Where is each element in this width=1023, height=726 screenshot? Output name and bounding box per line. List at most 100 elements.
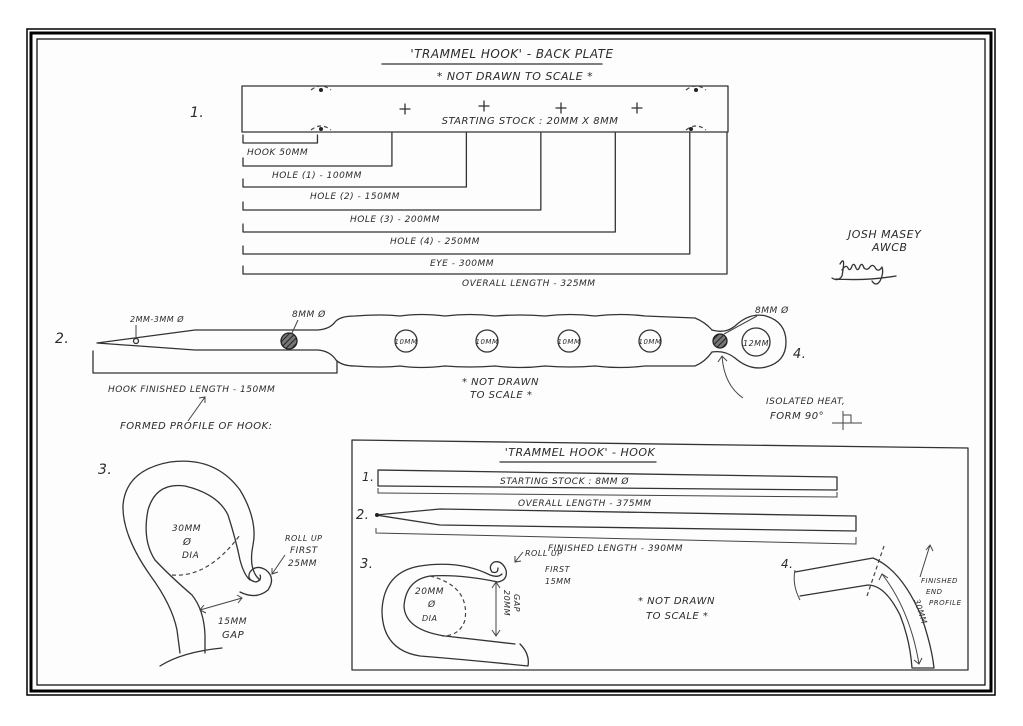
starting-stock-bar (377, 469, 838, 491)
plate-holes: 10MM 10MM 10MM 10MM (394, 329, 662, 353)
finished-bar (375, 508, 857, 532)
dimension-label: HOLE (3) - 200MM (350, 215, 440, 225)
panel-gap-label-2: GAP (512, 594, 521, 612)
signature-scribble (831, 260, 897, 285)
formed-profile-arrow (187, 396, 206, 422)
hole-marks (399, 100, 643, 115)
dimension-label: EYE - 300MM (430, 259, 494, 269)
finished-bar-tip (375, 513, 379, 517)
back-plate-starting-stock: STARTING STOCK : 20MM X 8MM (442, 116, 619, 127)
end-profile-arrow (919, 544, 934, 578)
hook-step-1-label: 1. (362, 470, 374, 484)
panel-gap-arrow (491, 581, 501, 637)
eye-mark-bottom-right (685, 125, 707, 131)
dimension-label: OVERALL LENGTH - 325MM (462, 279, 596, 289)
hook-panel: 'TRAMMEL HOOK' - HOOK 1. STARTING STOCK … (351, 439, 969, 671)
panel-diameter-label-1: 20MM (415, 587, 444, 597)
panel-hook-inner (403, 574, 516, 645)
end-profile-cut (793, 569, 801, 601)
isolated-heat-label-1: ISOLATED HEAT, (766, 397, 845, 407)
dimension-bracket (242, 132, 468, 188)
signature-block: JOSH MASEY AWCB (831, 228, 922, 285)
hook-gap-label-1: 15MM (218, 617, 247, 627)
end-profile-outline (794, 557, 935, 669)
plate-hole (557, 329, 581, 353)
plate-hole-label: 10MM (639, 338, 662, 346)
isolated-heat-arrow (717, 355, 744, 399)
hook-diameter-dash (171, 534, 241, 576)
panel-scale-note-2: TO SCALE * (646, 611, 708, 622)
plate-hole (394, 329, 418, 353)
panel-roll-label-2: FIRST (545, 565, 571, 574)
end-profile-label-1: FINISHED (921, 577, 958, 585)
hook-profile-section: FORMED PROFILE OF HOOK: 3. 15MM GAP 30MM… (98, 421, 323, 667)
dimension-label: HOOK 50MM (247, 148, 308, 158)
dimension-bracket (242, 132, 393, 167)
plate-hole-label: 10MM (395, 338, 418, 346)
plate-scale-note-1: * NOT DRAWN (462, 377, 539, 388)
dimension-bracket (242, 132, 691, 255)
panel-roll-label-1: ROLL UP (525, 549, 563, 558)
hook-overall-length: OVERALL LENGTH - 375MM (518, 499, 652, 509)
panel-roll-arrow (514, 551, 524, 563)
eye-hole-leader (723, 315, 758, 335)
dimension-bracket (242, 132, 728, 275)
author-org: AWCB (871, 241, 907, 254)
eye-mark-top-left (310, 85, 332, 92)
end-profile-label-3: PROFILE (929, 599, 962, 607)
paper (26, 28, 996, 696)
eye-mark-top-right (685, 85, 707, 92)
hook-diameter-label-2: Ø (182, 536, 192, 548)
hook-roll-label-3: 25MM (288, 559, 317, 569)
end-profile-label-2: END (926, 588, 943, 596)
finished-length-bracket (375, 528, 857, 545)
panel-diameter-label-2: Ø (427, 599, 436, 610)
hook-profile-caption: FORMED PROFILE OF HOOK: (120, 421, 273, 432)
back-plate-outline (241, 85, 729, 133)
plate-scale-note-2: TO SCALE * (470, 390, 532, 401)
back-plate-title: 'TRAMMEL HOOK' - BACK PLATE (410, 47, 613, 61)
end-profile-dash (866, 545, 885, 597)
step-1-label: 1. (190, 105, 204, 121)
eye-step-label: 4. (793, 347, 806, 362)
plate-hole (475, 329, 499, 353)
panel-diameter-label-3: DIA (422, 614, 438, 623)
hook-roll-label-1: ROLL UP (285, 534, 323, 543)
hook-step-3-label: 3. (360, 557, 373, 572)
plate-hole-label: 10MM (558, 338, 581, 346)
hook-inner-outline (145, 484, 251, 654)
eye-inner-hole (741, 327, 771, 357)
dimension-bracket (242, 134, 319, 144)
pivot-hole-label: 8MM Ø (292, 309, 326, 320)
hook-step-4-label: 4. (781, 557, 793, 571)
plate-hole-label: 10MM (476, 338, 499, 346)
dimension-brackets (242, 132, 728, 275)
pivot-hole (280, 332, 298, 350)
border-frame (26, 28, 996, 696)
overall-length-bracket (377, 488, 838, 498)
tip-hole (132, 337, 140, 345)
panel-scale-note-1: * NOT DRAWN (638, 596, 715, 607)
eye-inner-label: 12MM (743, 339, 769, 348)
hook-step-2-label: 2. (356, 508, 369, 523)
step-2-label: 2. (55, 331, 69, 347)
right-angle-symbol (832, 411, 862, 430)
hook-length-bracket (92, 350, 338, 374)
hook-roll-arrow (271, 554, 286, 575)
hook-diameter-label-1: 30MM (172, 524, 201, 534)
hook-gap-arrow (199, 594, 243, 614)
hook-finished-length: FINISHED LENGTH - 390MM (548, 544, 683, 554)
panel-hook-curl (489, 561, 507, 583)
isolated-heat-label-2: FORM 90° (770, 411, 824, 422)
hook-outer-outline (122, 460, 261, 654)
hook-roll-label-2: FIRST (290, 546, 319, 556)
author-name: JOSH MASEY (846, 228, 922, 241)
eye-outline (711, 314, 787, 369)
hook-gap-label-2: GAP (222, 630, 245, 641)
panel-roll-label-3: 15MM (545, 577, 571, 586)
back-plate-section: 'TRAMMEL HOOK' - BACK PLATE * NOT DRAWN … (190, 47, 729, 275)
eye-pivot-hole (712, 333, 728, 349)
plate-outline (96, 313, 713, 369)
